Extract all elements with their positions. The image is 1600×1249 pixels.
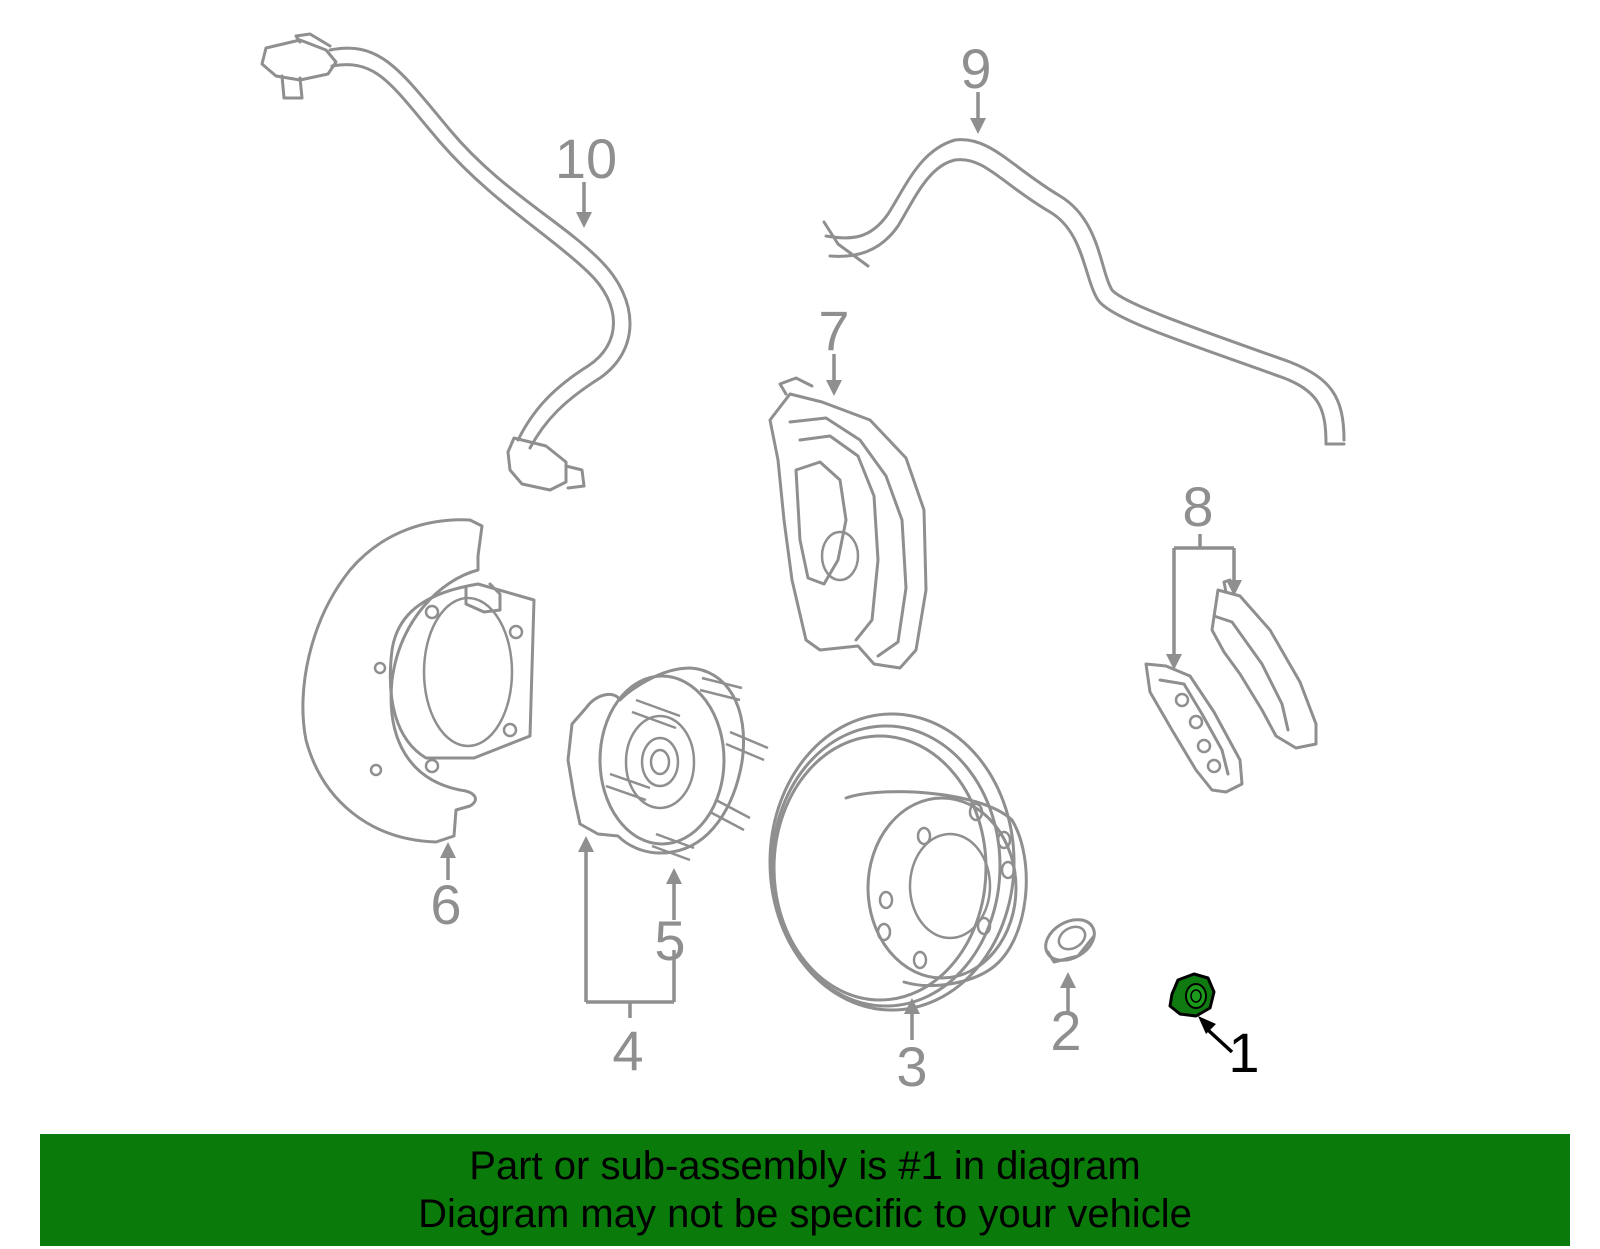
banner-line-2: Diagram may not be specific to your vehi… [418,1192,1192,1236]
callout-10: 10 [555,127,617,190]
callout-labels: 1 2 3 4 5 6 7 8 9 10 [430,37,1259,1098]
callout-8: 8 [1182,475,1213,538]
part-6-splash-shield [301,518,536,844]
callout-7: 7 [818,299,849,362]
part-8-brake-pads [1144,578,1318,794]
leader-lines [440,92,1242,1054]
callout-3: 3 [896,1035,927,1098]
callout-6: 6 [430,873,461,936]
callout-4: 4 [612,1019,643,1082]
part-4-hub-bearing [566,666,769,862]
part-7-caliper [768,376,928,670]
banner-line-1: Part or sub-assembly is #1 in diagram [469,1144,1141,1188]
info-banner: Part or sub-assembly is #1 in diagram Di… [40,1134,1570,1246]
part-2-washer [1044,918,1096,964]
part-1-hub-nut-highlighted [1168,972,1216,1018]
part-10-sensor-harness [260,32,632,492]
callout-1: 1 [1228,1021,1259,1084]
callout-5: 5 [654,909,685,972]
part-3-rotor [768,712,1028,1012]
part-9-brake-hose [822,138,1346,446]
callout-9: 9 [960,37,991,100]
callout-2: 2 [1050,999,1081,1062]
